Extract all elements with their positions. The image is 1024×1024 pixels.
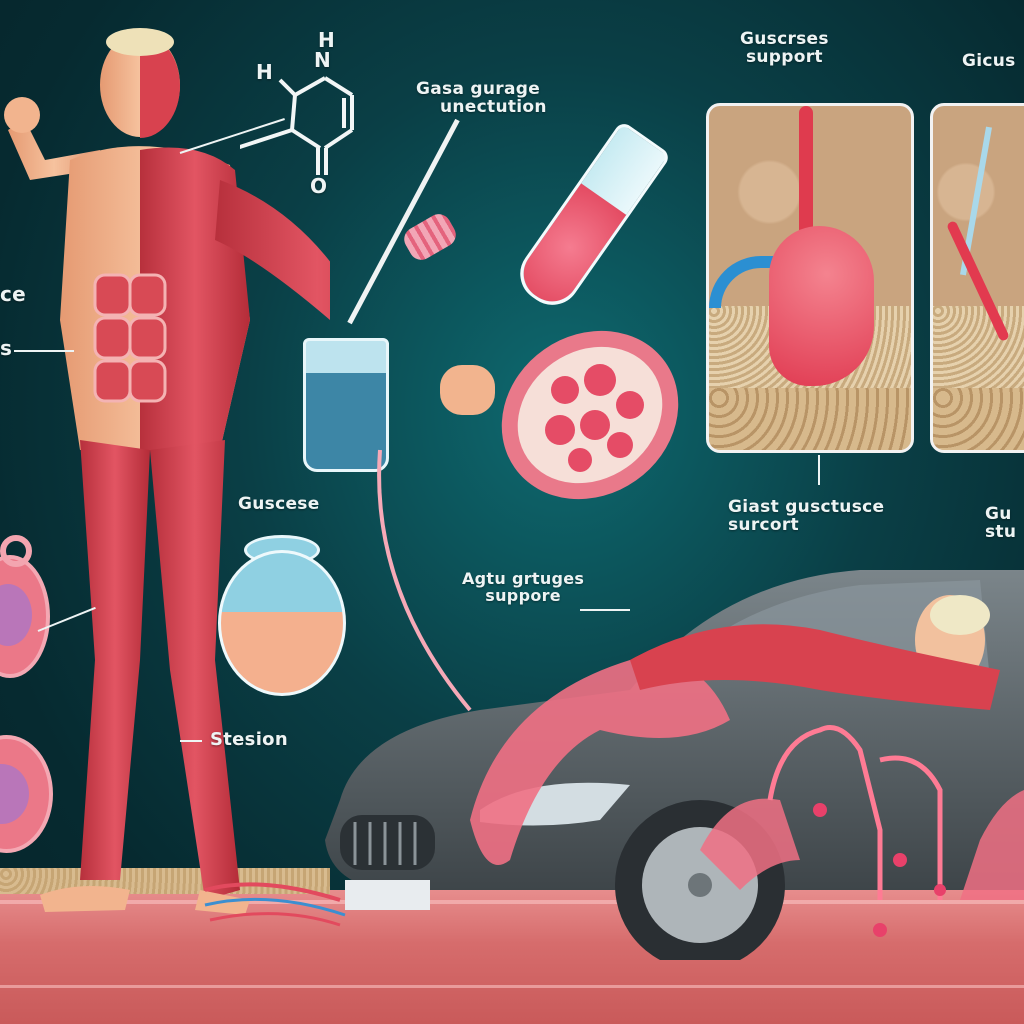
pink-leader-curve bbox=[377, 449, 472, 712]
label-line: unectution bbox=[440, 97, 547, 118]
test-tube-illustration bbox=[509, 120, 672, 316]
label-far-right-caption: Gu stu bbox=[985, 505, 1016, 542]
label-panel-caption: Giast gusctusce surcort bbox=[728, 498, 884, 535]
floor-stripe bbox=[0, 985, 1024, 988]
granule-bed bbox=[933, 388, 1024, 450]
label-stesion: Stesion bbox=[210, 729, 288, 750]
fist-illustration bbox=[440, 365, 495, 415]
label-line: suppore bbox=[485, 586, 561, 606]
label-line: Agtu grtuges bbox=[462, 569, 585, 588]
molecule-atom-o: O bbox=[310, 174, 328, 198]
label-left-edge-upper: ce bbox=[0, 282, 27, 306]
label-line: stu bbox=[985, 522, 1017, 543]
label-top-center: Gasa gurage unectution bbox=[416, 80, 547, 117]
label-line: Giast gusctusce bbox=[728, 497, 885, 517]
stomach-panel bbox=[706, 103, 914, 453]
molecule-atom-h: H bbox=[256, 60, 274, 84]
ring-illustration bbox=[0, 535, 32, 567]
flask-illustration bbox=[218, 550, 346, 696]
leader-line bbox=[180, 740, 202, 742]
label-line: Gu bbox=[985, 504, 1012, 524]
pink-coil-illustration bbox=[399, 209, 461, 265]
molecule-atom-h: H bbox=[318, 28, 336, 52]
leader-line bbox=[580, 609, 630, 611]
label-line: support bbox=[745, 47, 823, 68]
label-car: Agtu grtuges suppore bbox=[462, 570, 584, 605]
leader-line bbox=[14, 350, 74, 352]
label-far-top-right: Gicus bbox=[962, 51, 1016, 71]
granule-floor-strip bbox=[0, 868, 330, 894]
floor-track bbox=[0, 890, 1024, 1024]
leader-line bbox=[818, 455, 820, 485]
vessel-strands-illustration bbox=[204, 882, 346, 927]
molecule-atom-n: N bbox=[314, 48, 332, 72]
car-illustration bbox=[325, 570, 1024, 960]
floor-stripe bbox=[0, 900, 1024, 904]
stomach-illustration bbox=[769, 226, 874, 386]
label-left-edge-lower: s bbox=[0, 336, 13, 360]
chemical-structure-diagram bbox=[240, 76, 354, 175]
label-line: surcort bbox=[728, 515, 799, 536]
vessels-panel bbox=[930, 103, 1024, 453]
beaker-illustration bbox=[303, 338, 389, 472]
label-flask: Guscese bbox=[238, 494, 320, 514]
granule-bed bbox=[709, 388, 911, 450]
mitochondrion-illustration bbox=[501, 330, 679, 500]
label-line: Gasa gurage bbox=[416, 79, 541, 99]
label-top-right: Guscrses support bbox=[740, 30, 829, 67]
label-line: Guscrses bbox=[740, 29, 829, 49]
muscle-figure-illustration bbox=[4, 28, 330, 915]
